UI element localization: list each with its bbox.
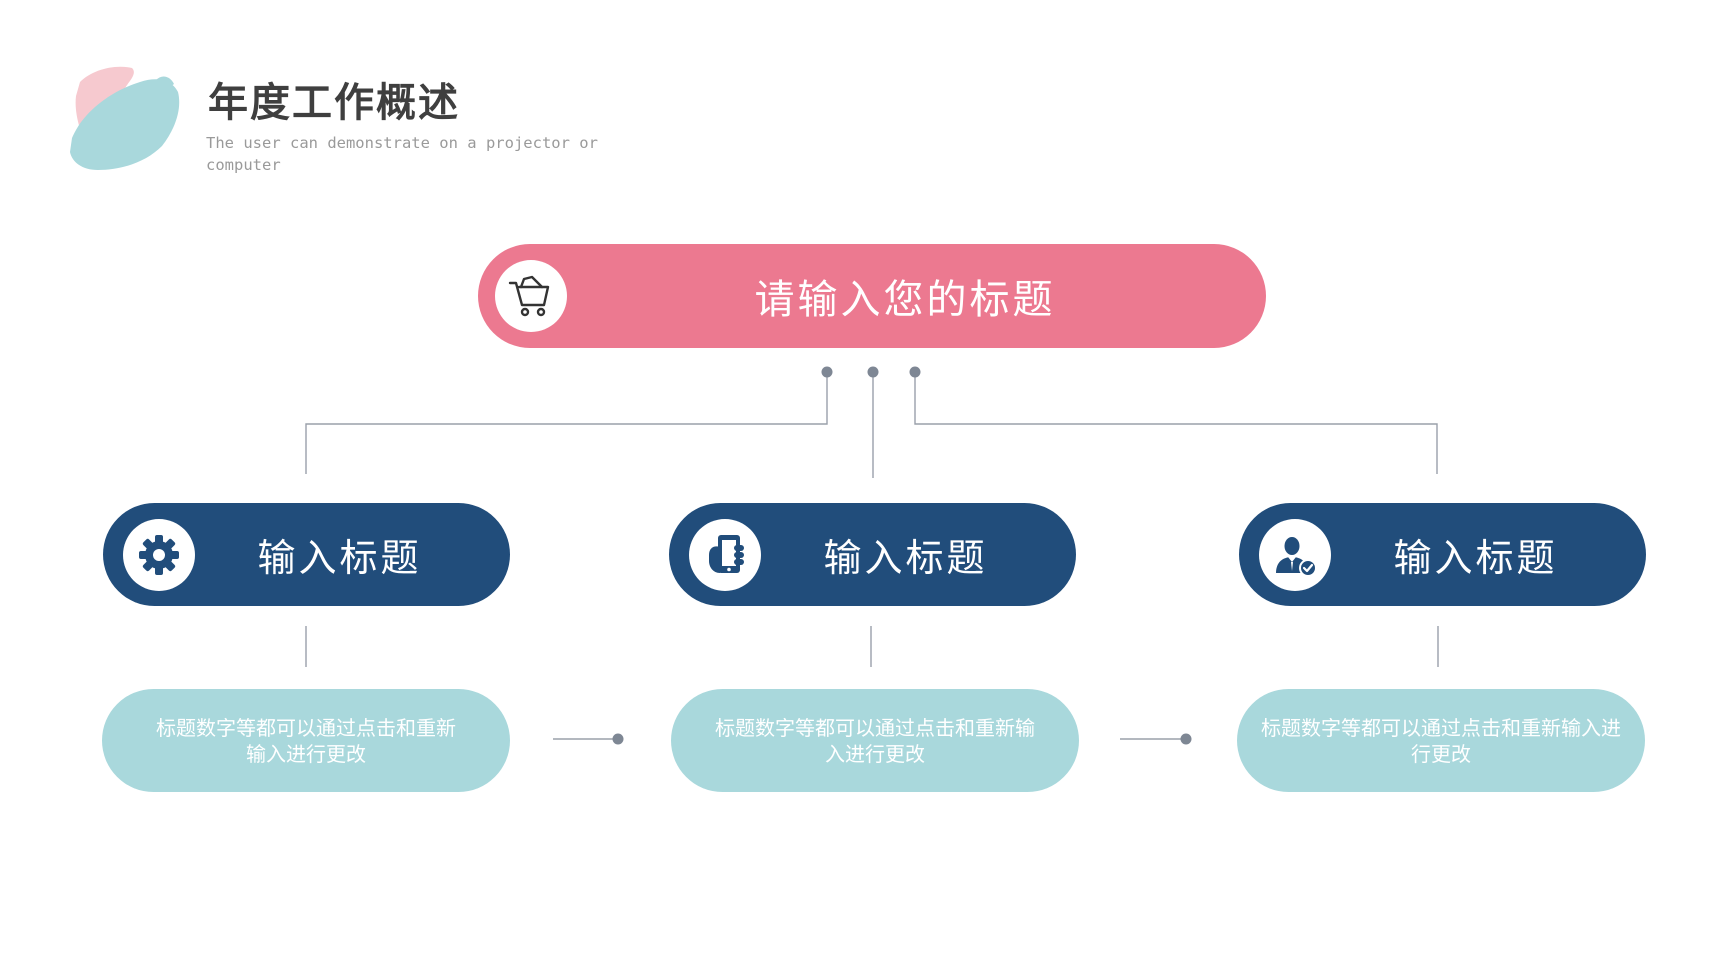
card-description-text: 标题数字等都可以通过点击和重新输入进行更改	[1261, 715, 1621, 766]
card-description-pill-2[interactable]: 标题数字等都可以通过点击和重新输入进行更改	[671, 689, 1079, 792]
card-icon-circle	[689, 519, 761, 591]
page-subtitle: The user can demonstrate on a projector …	[206, 134, 598, 174]
card-title-label: 输入标题	[257, 536, 422, 580]
main-title-pill[interactable]: 请输入您的标题	[478, 244, 1266, 348]
connector-dot	[821, 366, 833, 378]
card-title-label: 输入标题	[823, 536, 988, 580]
gear-icon	[139, 535, 179, 575]
card-title-label: 输入标题	[1393, 536, 1558, 580]
page-title: 年度工作概述	[208, 80, 460, 126]
brush-stroke-logo	[70, 66, 180, 170]
card-description-pill-1[interactable]: 标题数字等都可以通过点击和重新输入进行更改	[102, 689, 510, 792]
phone-in-hand-icon	[709, 535, 744, 573]
connector-right	[914, 372, 1438, 474]
connector-dot	[867, 366, 879, 378]
connector-dot	[909, 366, 921, 378]
card-title-pill-3[interactable]: 输入标题	[1239, 503, 1646, 606]
card-description-pill-3[interactable]: 标题数字等都可以通过点击和重新输入进行更改	[1237, 689, 1645, 792]
connector-dot	[612, 733, 624, 745]
card-icon-circle	[123, 519, 195, 591]
card-description-text: 标题数字等都可以通过点击和重新输入进行更改	[715, 715, 1035, 766]
connector-left	[305, 372, 828, 474]
connector-dot	[1180, 733, 1192, 745]
main-title-label: 请输入您的标题	[754, 277, 1056, 323]
card-description-text: 标题数字等都可以通过点击和重新输入进行更改	[156, 715, 456, 766]
user-verified-icon	[1276, 537, 1317, 577]
card-icon-circle	[1259, 519, 1331, 591]
card-title-pill-2[interactable]: 输入标题	[669, 503, 1076, 606]
shopping-cart-icon	[508, 275, 550, 317]
card-title-pill-1[interactable]: 输入标题	[103, 503, 510, 606]
main-icon-circle	[495, 260, 567, 332]
